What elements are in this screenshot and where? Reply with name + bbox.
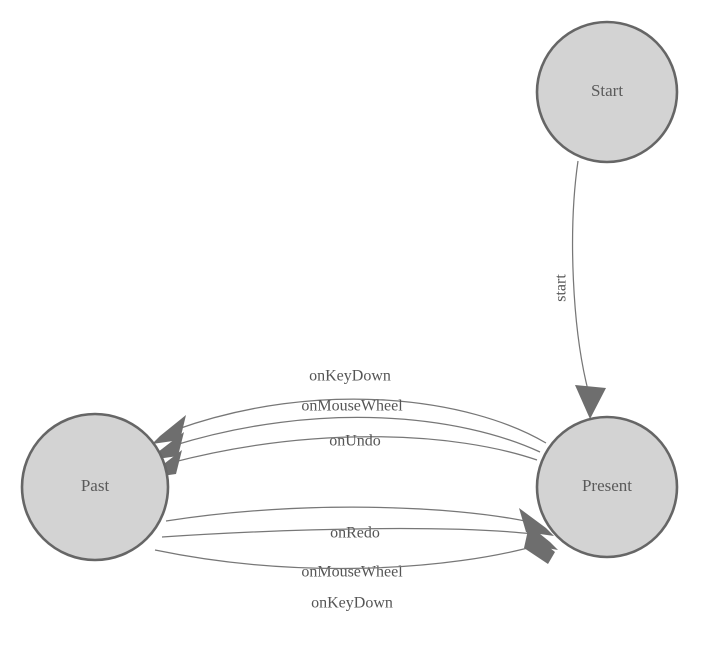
edge-onmousewheel-up[interactable]: onMouseWheel <box>150 398 541 460</box>
node-present[interactable]: Present <box>535 415 679 559</box>
node-start[interactable]: Start <box>535 20 679 164</box>
edge-onkeydown-up-arrowhead <box>152 415 186 444</box>
node-past-circle <box>20 412 170 562</box>
edge-onundo-path <box>169 436 538 464</box>
edge-onkeydown-down[interactable]: onKeyDown <box>154 530 555 612</box>
edge-onkeydown-up-label: onKeyDown <box>309 368 391 385</box>
node-present-circle <box>535 415 679 559</box>
edge-start-label: start <box>553 274 570 302</box>
edge-onkeydown-down-path <box>154 544 540 570</box>
edge-start-path <box>571 160 590 395</box>
edge-onundo-label: onUndo <box>329 433 381 450</box>
edge-onkeydown-down-arrowhead <box>524 530 555 564</box>
edge-onredo-path <box>165 506 531 523</box>
edge-onkeydown-down-label: onKeyDown <box>311 595 393 612</box>
edge-onredo[interactable]: onRedo <box>165 506 554 542</box>
edge-onkeydown-up-path <box>174 398 547 444</box>
node-past[interactable]: Past <box>20 412 170 562</box>
edge-start[interactable]: start <box>553 160 606 419</box>
node-present-label: Present <box>582 476 632 495</box>
edge-onmousewheel-up-label: onMouseWheel <box>301 398 403 415</box>
node-start-label: Start <box>591 81 623 100</box>
edge-onmousewheel-up-path <box>171 416 541 453</box>
edge-onkeydown-up[interactable]: onKeyDown <box>152 368 547 444</box>
node-start-circle <box>535 20 679 164</box>
edge-start-arrowhead <box>575 385 606 419</box>
edge-onundo[interactable]: onUndo <box>148 433 538 478</box>
edge-onredo-label: onRedo <box>330 525 380 542</box>
edge-onmousewheel-down-label: onMouseWheel <box>301 564 403 581</box>
edge-onmousewheel-down-path <box>161 527 535 538</box>
node-past-label: Past <box>81 476 110 495</box>
